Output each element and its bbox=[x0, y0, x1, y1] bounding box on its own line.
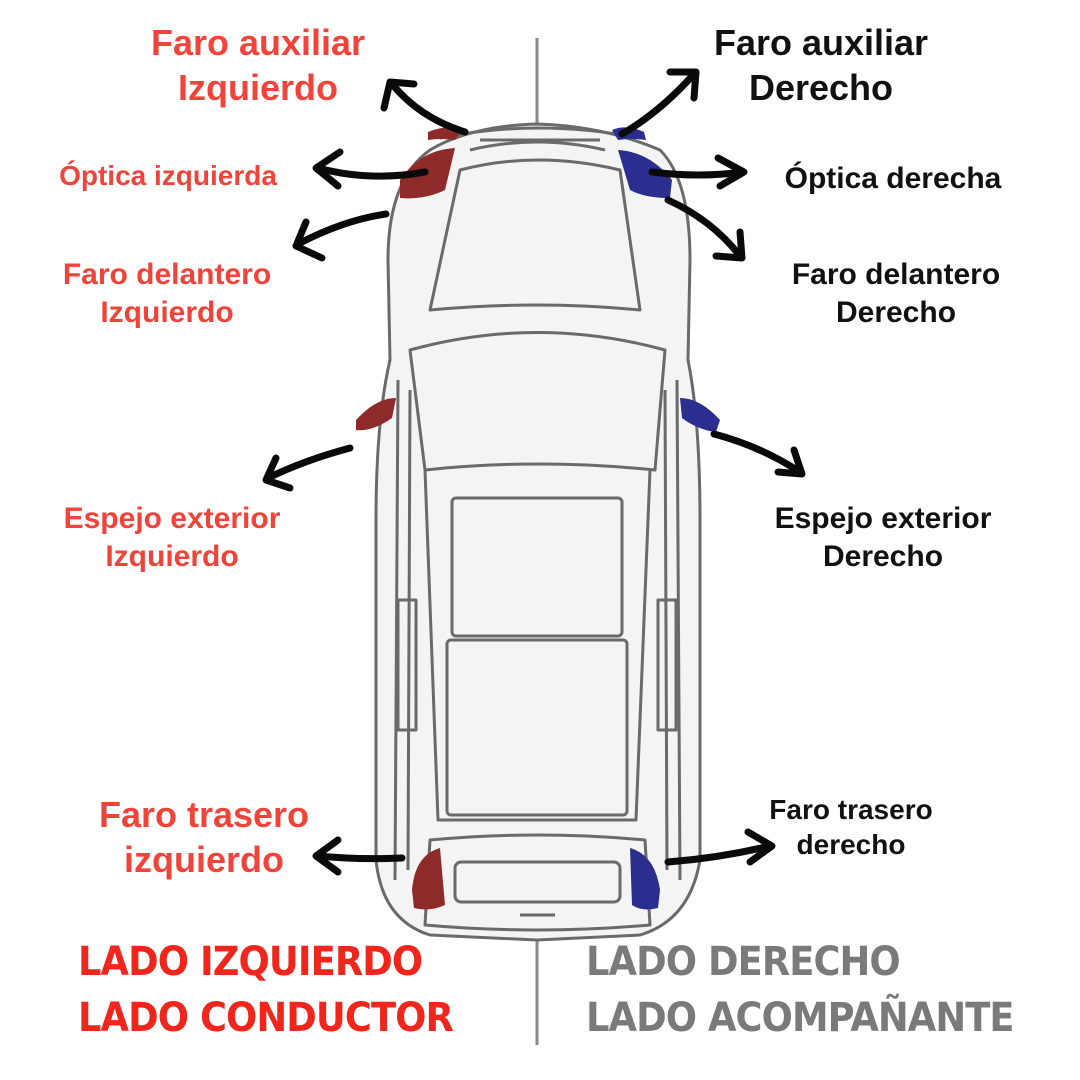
footer-right-side: LADO DERECHO LADO ACOMPAÑANTE bbox=[586, 934, 1015, 1046]
label-line: Izquierdo bbox=[178, 67, 338, 108]
label-line: Espejo exterior bbox=[63, 502, 281, 535]
label-faro-trasero-derecho: Faro trasero derecho bbox=[736, 792, 966, 862]
label-line: Faro auxiliar bbox=[713, 22, 929, 63]
arrow-right-espejo bbox=[710, 430, 806, 478]
label-faro-delantero-derecho: Faro delantero Derecho bbox=[748, 256, 1044, 331]
label-line: Faro delantero bbox=[791, 258, 1001, 291]
right-mirror bbox=[680, 398, 720, 432]
arrow-left-aux bbox=[380, 78, 469, 136]
label-faro-trasero-izquierdo: Faro trasero izquierdo bbox=[62, 792, 346, 882]
label-espejo-exterior-derecho: Espejo exterior Derecho bbox=[728, 500, 1038, 575]
arrow-right-delantero bbox=[664, 196, 746, 262]
right-rear-light bbox=[630, 848, 660, 910]
arrow-left-delantero bbox=[292, 210, 390, 262]
label-line: Derecho bbox=[748, 67, 894, 108]
label-line: Faro trasero bbox=[769, 794, 933, 825]
label-espejo-exterior-izquierdo: Espejo exterior Izquierdo bbox=[20, 500, 324, 575]
label-line: izquierdo bbox=[124, 839, 284, 880]
left-mirror bbox=[356, 398, 396, 431]
label-line: Faro auxiliar bbox=[150, 22, 366, 63]
footer-line: LADO IZQUIERDO bbox=[78, 939, 423, 985]
label-optica-derecha: Óptica derecha bbox=[748, 160, 1038, 198]
label-faro-auxiliar-derecho: Faro auxiliar Derecho bbox=[676, 20, 966, 110]
label-line: Faro delantero bbox=[62, 258, 272, 291]
right-optic bbox=[618, 150, 672, 198]
label-line: Óptica derecha bbox=[784, 162, 1002, 195]
left-rear-light bbox=[412, 848, 445, 910]
footer-line: LADO CONDUCTOR bbox=[78, 995, 454, 1041]
label-faro-auxiliar-izquierdo: Faro auxiliar Izquierdo bbox=[108, 20, 408, 110]
arrow-left-trasero bbox=[312, 836, 406, 876]
footer-line: LADO DERECHO bbox=[586, 939, 901, 985]
footer-left-side: LADO IZQUIERDO LADO CONDUCTOR bbox=[78, 934, 454, 1046]
label-line: derecho bbox=[796, 829, 906, 860]
car-body bbox=[374, 122, 702, 942]
label-line: Faro trasero bbox=[98, 794, 310, 835]
label-faro-delantero-izquierdo: Faro delantero Izquierdo bbox=[20, 256, 314, 331]
arrow-left-espejo bbox=[262, 444, 354, 492]
label-line: Espejo exterior bbox=[774, 502, 992, 535]
label-line: Izquierdo bbox=[105, 539, 239, 573]
footer-line: LADO ACOMPAÑANTE bbox=[586, 995, 1015, 1041]
arrow-right-optic bbox=[648, 154, 748, 190]
label-line: Izquierdo bbox=[100, 295, 234, 329]
arrow-left-optic bbox=[312, 148, 429, 190]
label-line: Óptica izquierda bbox=[59, 160, 277, 191]
arrow-right-trasero bbox=[664, 828, 776, 866]
label-line: Derecho bbox=[835, 295, 957, 329]
label-line: Derecho bbox=[822, 539, 944, 573]
label-optica-izquierda: Óptica izquierda bbox=[30, 158, 306, 193]
arrow-right-aux bbox=[618, 68, 700, 138]
